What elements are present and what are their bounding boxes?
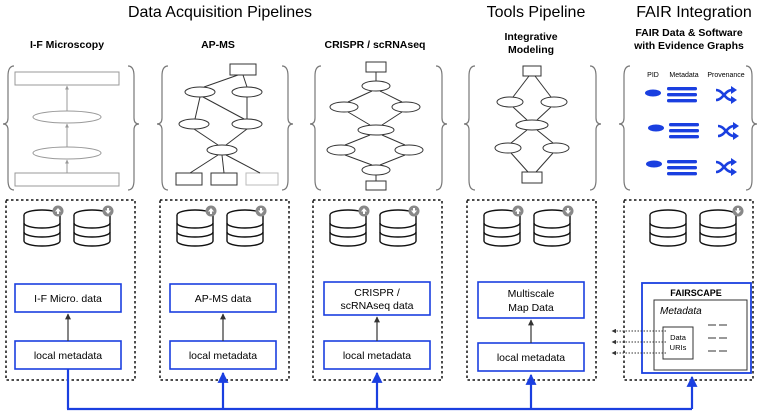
data-label-if: I-F Micro. data xyxy=(34,293,102,305)
metadata-label-integrative: local metadata xyxy=(497,352,565,364)
database-icon xyxy=(73,209,111,247)
metadata-label-if: local metadata xyxy=(34,350,102,362)
data-label-crispr-2: scRNAseq data xyxy=(341,300,414,312)
title-integrative-1: Integrative xyxy=(504,31,557,43)
database-icon xyxy=(379,209,417,247)
data-box-crispr xyxy=(323,281,431,316)
workflow-panel-apms xyxy=(156,65,294,191)
download-badge-icon xyxy=(255,205,267,217)
shuffle-icon xyxy=(714,156,739,178)
metadata-box-integrative xyxy=(477,342,585,372)
data-box-integrative xyxy=(477,281,585,319)
database-icon xyxy=(176,209,214,247)
header-tools: Tools Pipeline xyxy=(487,4,586,21)
title-if-microscopy: I-F Microscopy xyxy=(30,39,104,51)
fair-col-provenance: Provenance xyxy=(707,72,744,79)
data-box-apms xyxy=(169,283,277,313)
download-badge-icon xyxy=(732,205,744,217)
workflow-panel-crispr xyxy=(309,65,448,191)
database-icon xyxy=(483,209,521,247)
upload-badge-icon xyxy=(52,205,64,217)
metadata-box-apms xyxy=(169,340,277,370)
download-badge-icon xyxy=(408,205,420,217)
title-integrative-2: Modeling xyxy=(508,44,554,56)
header-acquisition: Data Acquisition Pipelines xyxy=(128,4,312,21)
database-icon xyxy=(699,209,737,247)
uri-pointer-arrows xyxy=(611,328,666,356)
if-workflow-graph xyxy=(14,71,120,187)
download-badge-icon xyxy=(562,205,574,217)
title-fair-2: with Evidence Graphs xyxy=(633,40,744,52)
database-icon xyxy=(23,209,61,247)
shuffle-icon xyxy=(716,120,741,142)
integrative-workflow-graph xyxy=(494,65,570,184)
database-icon xyxy=(226,209,264,247)
workflow-panel-if xyxy=(2,65,140,191)
fair-col-metadata: Metadata xyxy=(669,72,698,79)
data-label-apms: AP-MS data xyxy=(195,293,252,305)
pid-dot xyxy=(648,124,664,132)
workflow-panel-integrative xyxy=(463,65,602,191)
data-label-crispr-1: CRISPR / xyxy=(354,287,400,299)
database-icon xyxy=(649,209,687,247)
data-label-integrative-2: Map Data xyxy=(508,302,554,314)
fair-evidence-rows xyxy=(645,84,741,178)
metadata-lines-icon xyxy=(669,123,699,139)
title-apms: AP-MS xyxy=(201,39,235,51)
metadata-box-crispr xyxy=(323,340,431,370)
title-crispr: CRISPR / scRNAseq xyxy=(325,39,426,51)
metadata-label-apms: local metadata xyxy=(189,350,257,362)
integration-connector xyxy=(66,369,698,411)
data-box-if xyxy=(14,283,122,313)
fairscape-title: FAIRSCAPE xyxy=(670,288,722,298)
data-uris-label-2: URIs xyxy=(670,343,687,352)
title-fair-1: FAIR Data & Software xyxy=(635,27,743,39)
upload-badge-icon xyxy=(358,205,370,217)
data-label-integrative-1: Multiscale xyxy=(508,288,555,300)
crispr-workflow-graph xyxy=(326,61,424,191)
database-icon xyxy=(533,209,571,247)
data-uris-label-1: Data xyxy=(670,333,687,342)
fair-col-pid: PID xyxy=(647,72,659,79)
shuffle-icon xyxy=(714,84,739,106)
metadata-label-crispr: local metadata xyxy=(343,350,411,362)
header-fair: FAIR Integration xyxy=(636,4,752,21)
data-uris-box xyxy=(662,326,694,360)
database-icon-group xyxy=(23,205,744,247)
database-icon xyxy=(329,209,367,247)
workflow-panel-fair xyxy=(618,65,758,191)
metadata-lines-icon xyxy=(667,87,697,103)
upload-badge-icon xyxy=(205,205,217,217)
apms-workflow-graph xyxy=(175,63,279,186)
metadata-dash-lines xyxy=(708,324,727,352)
pid-dot xyxy=(646,160,662,168)
metadata-lines-icon xyxy=(667,160,697,176)
metadata-panel-title: Metadata xyxy=(660,306,702,317)
download-badge-icon xyxy=(102,205,114,217)
pid-dot xyxy=(645,89,661,97)
upload-badge-icon xyxy=(512,205,524,217)
